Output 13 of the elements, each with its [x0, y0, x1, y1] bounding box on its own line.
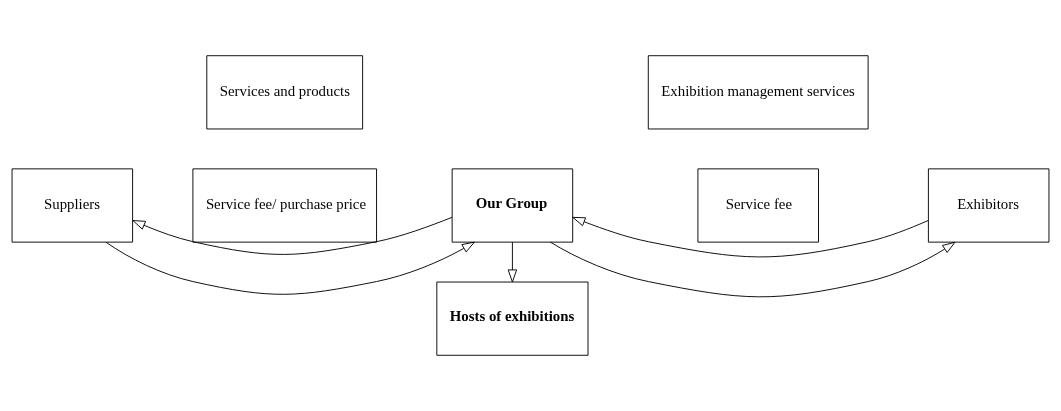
- node-box: Hosts of exhibitions: [436, 281, 589, 356]
- node-box: Service fee: [697, 168, 819, 243]
- arrow: [507, 241, 518, 283]
- node-box: Our Group: [451, 168, 574, 243]
- node-box: Exhibition management services: [647, 55, 869, 130]
- node-box: Services and products: [206, 55, 364, 130]
- arrow: [550, 241, 956, 298]
- arrow: [105, 241, 475, 295]
- node-box: Service fee/ purchase price: [192, 168, 377, 243]
- arrow: [572, 216, 929, 258]
- node-box: Exhibitors: [927, 168, 1050, 243]
- node-box: Suppliers: [11, 168, 134, 243]
- arrow: [132, 216, 453, 255]
